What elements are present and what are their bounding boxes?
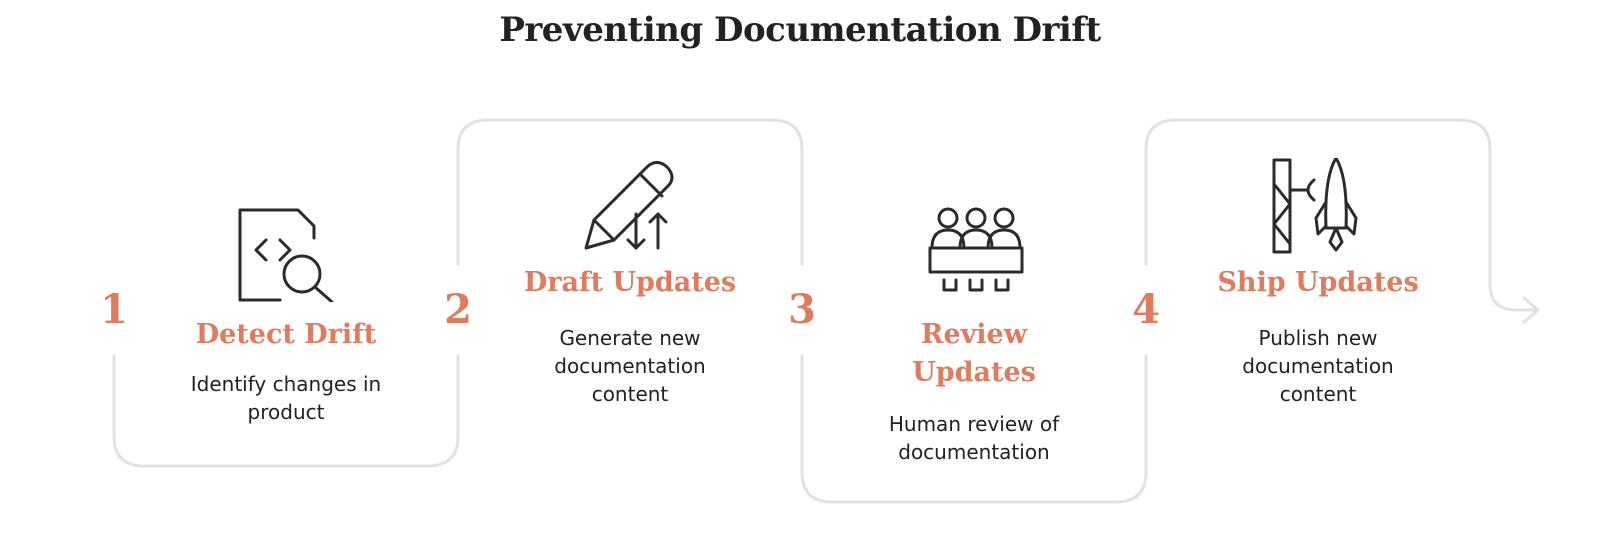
step-title-4: Ship Updates — [1217, 267, 1419, 298]
step-description-1: Identify changes in product — [190, 372, 382, 424]
review-panel-icon — [928, 207, 1024, 292]
step-number-2: 2 — [444, 286, 472, 333]
step-description-3: Human review of documentation — [888, 412, 1060, 464]
step-title-1: Detect Drift — [195, 319, 377, 350]
step-number-1: 1 — [100, 286, 128, 333]
pencil-arrows-icon — [584, 161, 674, 250]
step-title-3: Review Updates — [912, 319, 1036, 388]
step-description-4: Publish new documentation content — [1242, 326, 1394, 406]
diagram-title: Preventing Documentation Drift — [499, 10, 1101, 50]
step-number-3: 3 — [788, 286, 816, 333]
step-description-2: Generate new documentation content — [554, 326, 706, 406]
launch-rocket-icon — [1272, 158, 1358, 254]
step-number-4: 4 — [1132, 286, 1160, 333]
step-title-2: Draft Updates — [523, 267, 737, 298]
code-file-search-icon — [238, 208, 334, 302]
